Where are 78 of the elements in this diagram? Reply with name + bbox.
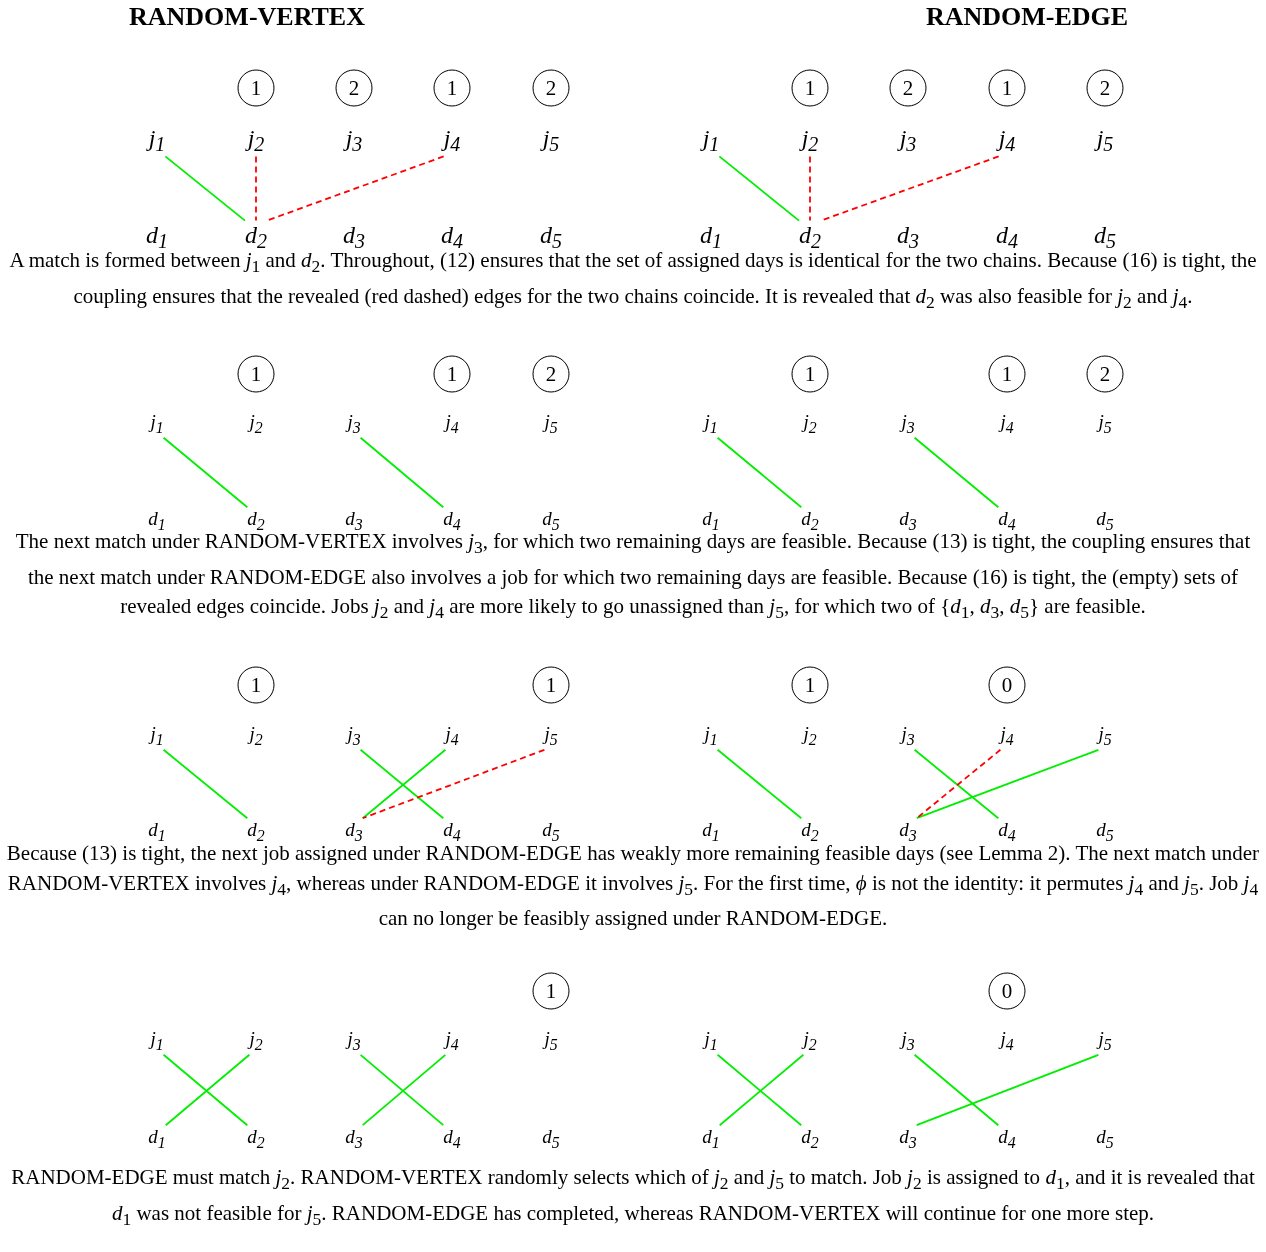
day-label: d$_{4}$ xyxy=(998,1127,1016,1151)
connector-line xyxy=(716,436,803,509)
job-label: j$_{3}$ xyxy=(347,1029,361,1053)
day-label: d$_{1}$ xyxy=(702,820,720,844)
connector-line xyxy=(359,436,445,509)
day-label: d$_{2}$ xyxy=(801,1127,819,1151)
job-label: j$_{4}$ xyxy=(443,125,461,155)
job-label: j$_{4}$ xyxy=(445,412,459,436)
day-label: d$_{2}$ xyxy=(247,820,265,844)
job-label: j$_{5}$ xyxy=(542,125,560,155)
connector-line xyxy=(718,155,800,222)
job-label: j$_{1}$ xyxy=(150,412,164,436)
panel-title: RANDOM-VERTEX xyxy=(129,2,365,32)
day-label: d$_{5}$ xyxy=(542,1127,560,1151)
job-label: j$_{5}$ xyxy=(544,412,558,436)
job-label: j$_{3}$ xyxy=(347,412,361,436)
job-label: j$_{2}$ xyxy=(801,125,819,155)
job-label: j$_{2}$ xyxy=(803,724,817,748)
job-label: j$_{3}$ xyxy=(901,412,915,436)
job-label: j$_{5}$ xyxy=(544,724,558,748)
job-label: j$_{5}$ xyxy=(1096,125,1114,155)
day-label: d$_{4}$ xyxy=(998,820,1016,844)
job-label: j$_{2}$ xyxy=(803,412,817,436)
connector-line xyxy=(162,748,249,820)
job-label: j$_{1}$ xyxy=(704,412,718,436)
day-label: d$_{3}$ xyxy=(899,1127,917,1151)
job-label: j$_{2}$ xyxy=(247,125,265,155)
job-label: j$_{2}$ xyxy=(249,412,263,436)
day-label: d$_{3}$ xyxy=(899,820,917,844)
dashed-line xyxy=(266,155,445,222)
day-label: d$_{1}$ xyxy=(148,820,166,844)
job-label: j$_{4}$ xyxy=(1000,1029,1014,1053)
day-label: d$_{2}$ xyxy=(247,1127,265,1151)
job-label: j$_{5}$ xyxy=(544,1029,558,1053)
day-label: d$_{2}$ xyxy=(801,820,819,844)
job-label: j$_{1}$ xyxy=(704,1029,718,1053)
dashed-line xyxy=(361,748,546,820)
connector-line xyxy=(913,1053,1000,1127)
day-label: d$_{5}$ xyxy=(542,820,560,844)
day-label: d$_{4}$ xyxy=(443,820,461,844)
job-label: j$_{3}$ xyxy=(347,724,361,748)
panel-title: RANDOM-EDGE xyxy=(925,2,1129,32)
connector-line xyxy=(913,436,1000,509)
day-label: d$_{1}$ xyxy=(148,1127,166,1151)
connector-line xyxy=(716,748,803,820)
job-label: j$_{1}$ xyxy=(148,125,166,155)
job-label: j$_{4}$ xyxy=(1000,412,1014,436)
day-label: d$_{4}$ xyxy=(443,1127,461,1151)
job-label: j$_{3}$ xyxy=(899,125,917,155)
job-label: j$_{3}$ xyxy=(345,125,363,155)
connector-line xyxy=(915,748,1100,820)
job-label: j$_{4}$ xyxy=(445,724,459,748)
job-label: j$_{1}$ xyxy=(702,125,720,155)
job-label: j$_{5}$ xyxy=(1098,1029,1112,1053)
day-label: d$_{3}$ xyxy=(345,1127,363,1151)
dashed-line xyxy=(809,155,811,222)
caption-text: Because (13) is tight, the next job assigned under RANDOM-EDGE has weakly more remaining feasible days (see Lemma 2). The next match under RANDOM-VERTEX involves j$_{4}$, whereas under RANDOM-EDGE it involves j$_{5}$. For the first time, ϕ is not the identity: it permutes j$_{4}$ and j$_{5}$. Job j$_{4}$ can no longer be feasibly assigned under RANDOM-EDGE. xyxy=(6,841,1260,933)
job-label: j$_{1}$ xyxy=(150,724,164,748)
job-label: j$_{4}$ xyxy=(998,125,1016,155)
day-label: d$_{1}$ xyxy=(702,1127,720,1151)
job-label: j$_{2}$ xyxy=(249,1029,263,1053)
connector-line xyxy=(915,1053,1100,1127)
job-label: j$_{1}$ xyxy=(150,1029,164,1053)
job-label: j$_{5}$ xyxy=(1098,412,1112,436)
job-label: j$_{2}$ xyxy=(249,724,263,748)
job-label: j$_{3}$ xyxy=(901,724,915,748)
job-label: j$_{5}$ xyxy=(1098,724,1112,748)
day-label: d$_{5}$ xyxy=(1096,1127,1114,1151)
connector-line xyxy=(162,436,249,509)
dashed-line xyxy=(255,155,257,222)
connector-line xyxy=(164,155,246,222)
day-label: d$_{5}$ xyxy=(1096,820,1114,844)
job-label: j$_{4}$ xyxy=(1000,724,1014,748)
job-label: j$_{2}$ xyxy=(803,1029,817,1053)
job-label: j$_{4}$ xyxy=(445,1029,459,1053)
job-label: j$_{1}$ xyxy=(704,724,718,748)
day-label: d$_{3}$ xyxy=(345,820,363,844)
job-label: j$_{3}$ xyxy=(901,1029,915,1053)
